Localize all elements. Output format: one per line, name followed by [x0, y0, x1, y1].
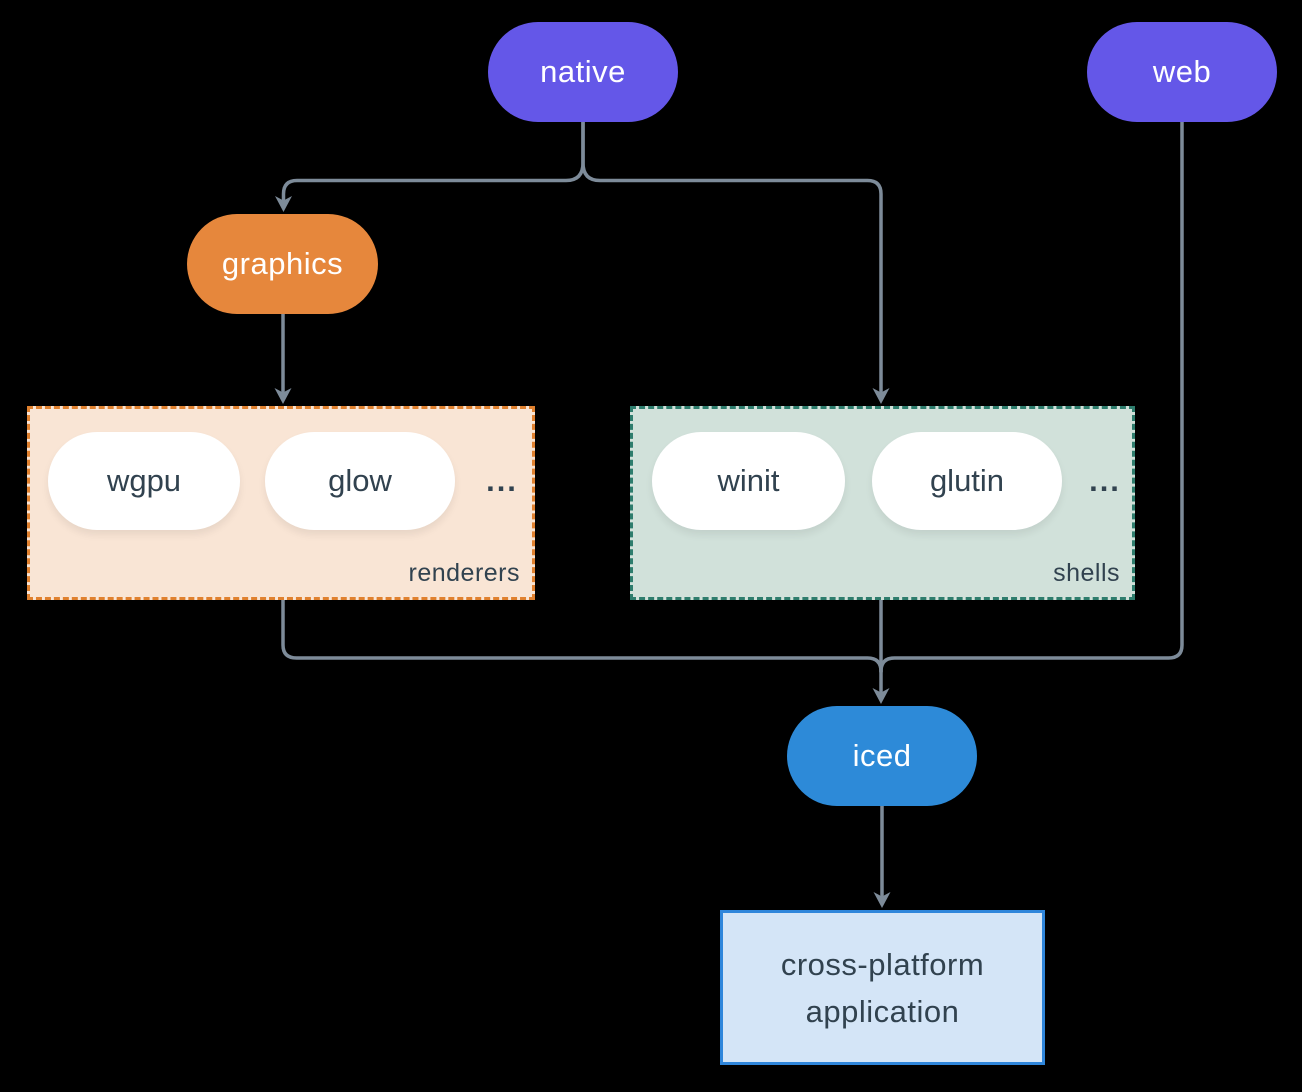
shells-ellipsis: ...: [1089, 463, 1121, 498]
node-glutin-label: glutin: [929, 463, 1005, 498]
arrowhead-into-application: [873, 892, 891, 908]
arrowhead-into-shells: [872, 388, 890, 404]
node-glow-label: glow: [328, 463, 392, 498]
node-iced-label: iced: [852, 738, 912, 773]
renderers-group-label: renderers: [408, 559, 520, 587]
edge-renderers-to-iced: [281, 598, 883, 674]
node-glow: glow: [265, 432, 455, 530]
node-graphics: graphics: [187, 214, 378, 314]
group-renderers: wgpu glow ... renderers: [27, 406, 535, 600]
renderers-ellipsis: ...: [486, 463, 518, 498]
node-graphics-label: graphics: [221, 246, 344, 281]
node-cross-platform-application: cross-platform application: [720, 910, 1045, 1065]
node-glutin: glutin: [872, 432, 1062, 530]
arrowhead-into-graphics: [275, 196, 292, 212]
node-web: web: [1087, 22, 1277, 122]
arrowhead-into-renderers: [274, 388, 292, 404]
node-web-label: web: [1152, 54, 1212, 89]
edge-native-to-graphics: [281, 120, 585, 201]
node-wgpu-label: wgpu: [106, 463, 182, 498]
node-winit: winit: [652, 432, 845, 530]
arrowhead-into-iced: [872, 688, 890, 704]
node-wgpu: wgpu: [48, 432, 240, 530]
application-label: cross-platform application: [780, 946, 985, 1029]
group-shells: winit glutin ... shells: [630, 406, 1135, 600]
edge-native-to-shells: [581, 120, 883, 393]
node-native: native: [488, 22, 678, 122]
node-winit-label: winit: [717, 463, 780, 498]
node-iced: iced: [787, 706, 977, 806]
shells-group-label: shells: [1053, 559, 1120, 587]
node-native-label: native: [540, 54, 626, 89]
